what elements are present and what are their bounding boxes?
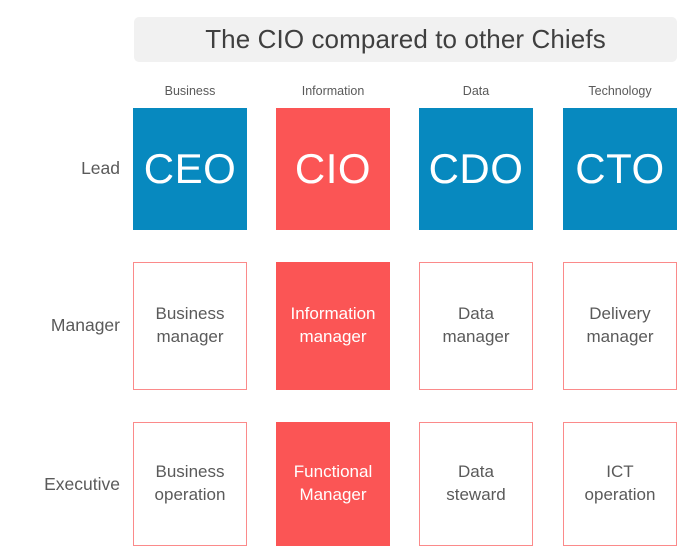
cell-text-line2: manager [299, 327, 367, 346]
cell-text: Business operation [155, 461, 226, 506]
cell-text-line1: Data [458, 462, 494, 482]
cell-text: Information manager [290, 303, 375, 348]
cell-text-line1: Information [290, 304, 376, 324]
cell-executive-data[interactable]: Data steward [419, 422, 533, 546]
cell-text-line2: Manager [299, 485, 367, 504]
cell-lead-data[interactable]: CDO [419, 108, 533, 230]
cell-lead-information[interactable]: CIO [276, 108, 390, 230]
column-header-business: Business [164, 84, 216, 98]
cell-text: Data steward [446, 461, 506, 506]
cell-text-line2: steward [446, 485, 506, 504]
cell-text-line1: Functional [293, 462, 373, 482]
cell-text-line2: operation [584, 485, 656, 504]
cell-text: CTO [575, 145, 665, 192]
cell-text-line2: manager [586, 327, 654, 346]
cell-manager-business[interactable]: Business manager [133, 262, 247, 390]
cell-text: Delivery manager [586, 303, 653, 348]
cell-text-line1: Business [155, 462, 225, 482]
cell-executive-business[interactable]: Business operation [133, 422, 247, 546]
cell-manager-data[interactable]: Data manager [419, 262, 533, 390]
cell-text: Business manager [156, 303, 225, 348]
page-title: The CIO compared to other Chiefs [205, 24, 606, 54]
cell-manager-information[interactable]: Information manager [276, 262, 390, 390]
cell-manager-technology[interactable]: Delivery manager [563, 262, 677, 390]
cell-text: ICT operation [585, 461, 656, 506]
chart-title-bar: The CIO compared to other Chiefs [134, 17, 677, 62]
cell-text-line2: operation [154, 485, 226, 504]
cell-text-line1: ICT [606, 462, 634, 482]
row-label-lead: Lead [81, 158, 120, 178]
cell-text-line1: Data [458, 304, 494, 324]
row-label-manager: Manager [50, 315, 120, 335]
cell-executive-technology[interactable]: ICT operation [563, 422, 677, 546]
cell-lead-business[interactable]: CEO [133, 108, 247, 230]
cell-text: CIO [294, 145, 372, 192]
cell-text: CEO [143, 145, 237, 192]
cell-text-line1: Delivery [589, 304, 651, 324]
row-label-executive: Executive [44, 474, 120, 494]
cell-text: CDO [428, 145, 524, 192]
cell-text-line2: manager [156, 327, 224, 346]
cell-text: Data manager [442, 303, 509, 348]
column-header-data: Data [462, 84, 490, 98]
column-header-information: Information [301, 84, 365, 98]
cell-text-line1: Business [155, 304, 225, 324]
cell-text-line2: manager [442, 327, 510, 346]
cell-text: Functional Manager [294, 461, 372, 506]
cell-lead-technology[interactable]: CTO [563, 108, 677, 230]
column-header-technology: Technology [588, 84, 652, 98]
cell-executive-information[interactable]: Functional Manager [276, 422, 390, 546]
